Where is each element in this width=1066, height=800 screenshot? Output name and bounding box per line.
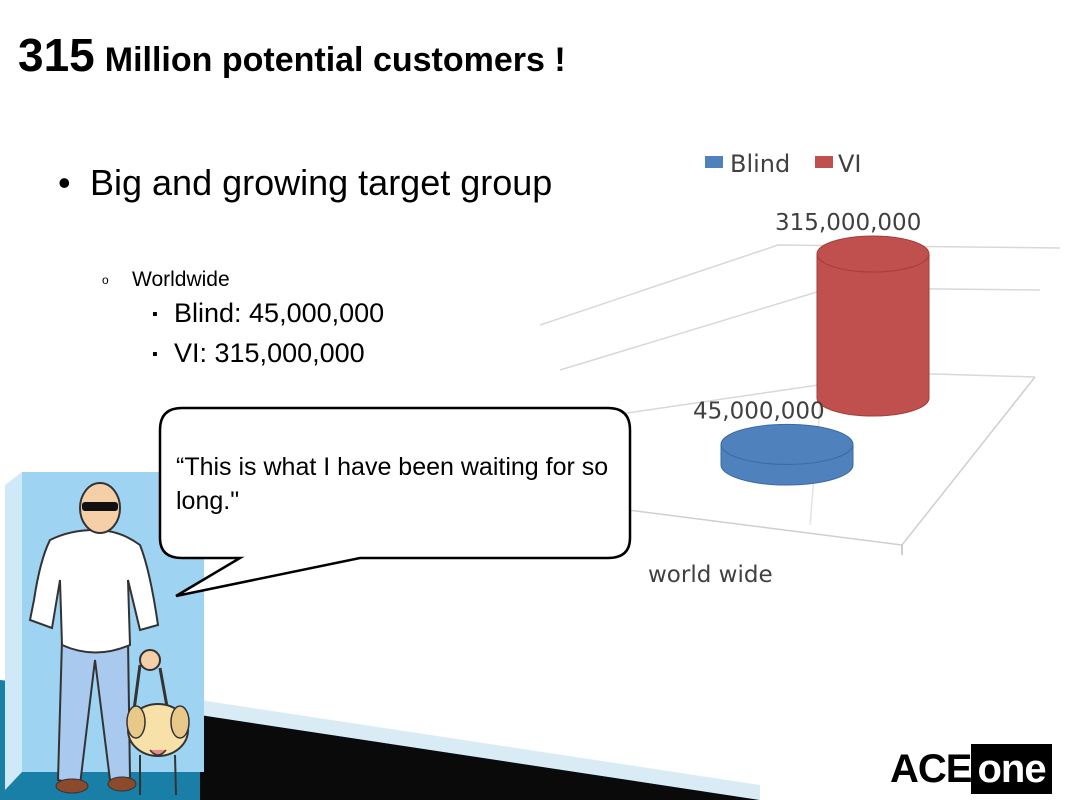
swoosh-light (200, 700, 760, 800)
circle-bullet-icon: o (102, 273, 109, 288)
sub-bullet-text: Worldwide (132, 268, 230, 291)
cylinder-top-blind (720, 423, 854, 465)
bullet-icon: • (58, 162, 71, 203)
cylinder-body-vi (816, 253, 930, 417)
legend-swatch-vi (815, 156, 833, 168)
legend-label-blind: Blind (730, 150, 790, 178)
list-item-text: Blind: 45,000,000 (174, 298, 385, 328)
category-label: world wide (648, 562, 773, 588)
square-bullet-icon: ▪ (152, 345, 158, 363)
bar-vi (816, 235, 930, 417)
sunglasses-icon (82, 502, 118, 511)
data-label-blind: 45,000,000 (693, 398, 825, 424)
title-text: Million potential customers ! (104, 41, 566, 79)
bullet-target-group: • Big and growing target group (58, 162, 552, 204)
square-bullet-icon: ▪ (152, 305, 158, 323)
data-label-vi: 315,000,000 (775, 210, 921, 236)
bullet-text: Big and growing target group (90, 162, 553, 203)
speech-bubble (158, 406, 632, 598)
cylinder-chart: Blind VI 45,000,000 315,000,000 world wi… (540, 150, 1060, 588)
legend-label-vi: VI (838, 150, 862, 178)
bar-blind (720, 423, 854, 486)
cylinder-top-vi (816, 235, 930, 273)
logo-one: one (971, 744, 1052, 794)
title-number: 315 (18, 29, 95, 81)
logo-ace: ACE (890, 747, 972, 791)
list-item-text: VI: 315,000,000 (174, 338, 365, 368)
speech-bubble-quote: “This is what I have been waiting for so… (176, 453, 609, 515)
sub-bullet-worldwide: o Worldwide (102, 268, 230, 292)
list-item-blind: ▪ Blind: 45,000,000 (152, 298, 384, 329)
chart-legend: Blind VI (705, 150, 862, 178)
speech-bubble-shape (158, 406, 632, 598)
legend-swatch-blind (705, 156, 723, 168)
list-item-vi: ▪ VI: 315,000,000 (152, 338, 365, 369)
